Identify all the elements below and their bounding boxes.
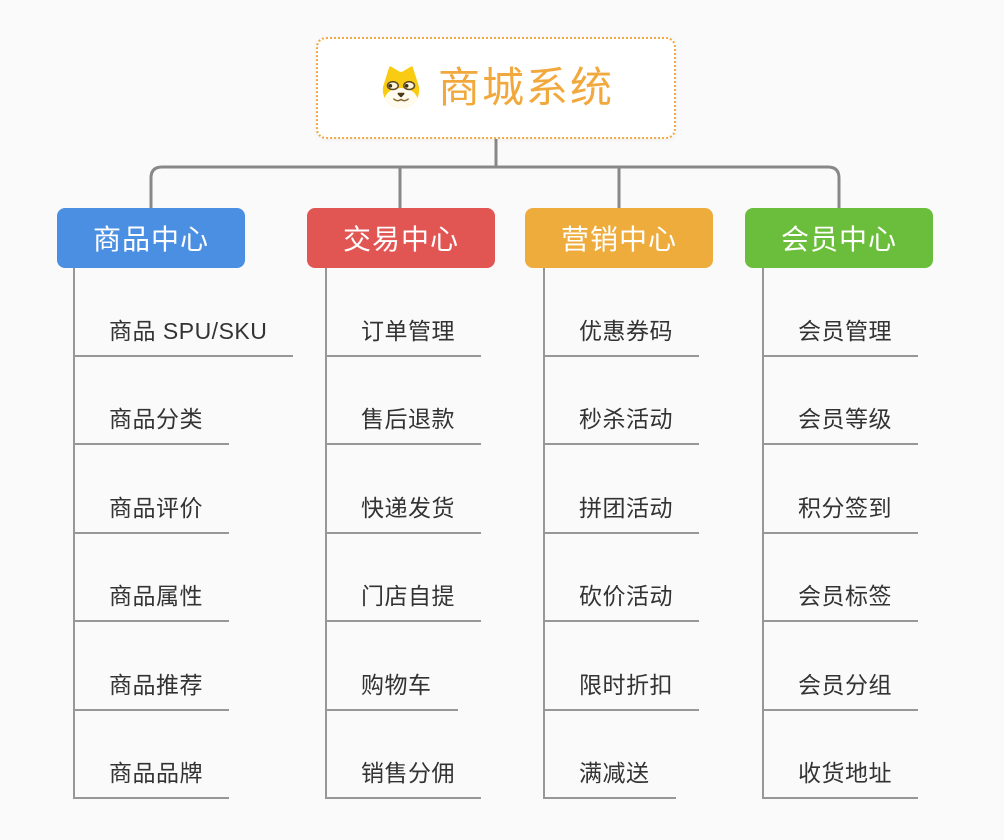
- leaf-node[interactable]: 会员管理: [764, 268, 918, 357]
- branch-children-goods: 商品 SPU/SKU 商品分类 商品评价 商品属性 商品推荐 商品品牌: [73, 268, 294, 799]
- leaf-node[interactable]: 商品属性: [75, 534, 229, 622]
- leaf-node[interactable]: 门店自提: [327, 534, 481, 622]
- leaf-node[interactable]: 会员标签: [764, 534, 918, 622]
- leaf-node[interactable]: 购物车: [327, 622, 458, 711]
- dog-face-icon: [382, 66, 420, 109]
- leaf-node[interactable]: 商品推荐: [75, 622, 229, 711]
- leaf-node[interactable]: 优惠券码: [545, 268, 699, 357]
- leaf-node[interactable]: 拼团活动: [545, 445, 699, 534]
- leaf-node[interactable]: 商品品牌: [75, 711, 229, 799]
- branch-header-member[interactable]: 会员中心: [745, 208, 933, 268]
- leaf-node[interactable]: 商品 SPU/SKU: [75, 268, 294, 357]
- leaf-node[interactable]: 收货地址: [764, 711, 918, 799]
- leaf-node[interactable]: 销售分佣: [327, 711, 481, 799]
- leaf-node[interactable]: 快递发货: [327, 445, 481, 534]
- root-node[interactable]: 商城系统: [316, 37, 676, 139]
- leaf-node[interactable]: 订单管理: [327, 268, 481, 357]
- root-title: 商城系统: [437, 64, 614, 111]
- branch-children-trade: 订单管理 售后退款 快递发货 门店自提 购物车 销售分佣: [325, 268, 481, 799]
- branch-children-marketing: 优惠券码 秒杀活动 拼团活动 砍价活动 限时折扣 满减送: [543, 268, 699, 799]
- branch-header-trade[interactable]: 交易中心: [307, 208, 495, 268]
- leaf-node[interactable]: 会员分组: [764, 622, 918, 711]
- branch-label: 营销中心: [560, 224, 677, 255]
- branch-label: 商品中心: [92, 224, 209, 255]
- leaf-node[interactable]: 商品分类: [75, 357, 229, 445]
- leaf-node[interactable]: 秒杀活动: [545, 357, 699, 445]
- leaf-node[interactable]: 会员等级: [764, 357, 918, 445]
- leaf-node[interactable]: 商品评价: [75, 445, 229, 534]
- branch-label: 会员中心: [780, 224, 897, 255]
- leaf-node[interactable]: 限时折扣: [545, 622, 699, 711]
- leaf-node[interactable]: 满减送: [545, 711, 676, 799]
- leaf-node[interactable]: 砍价活动: [545, 534, 699, 622]
- leaf-node[interactable]: 售后退款: [327, 357, 481, 445]
- branch-label: 交易中心: [342, 224, 459, 255]
- branch-header-marketing[interactable]: 营销中心: [525, 208, 713, 268]
- branch-children-member: 会员管理 会员等级 积分签到 会员标签 会员分组 收货地址: [762, 268, 918, 799]
- branch-header-goods[interactable]: 商品中心: [57, 208, 245, 268]
- leaf-node[interactable]: 积分签到: [764, 445, 918, 534]
